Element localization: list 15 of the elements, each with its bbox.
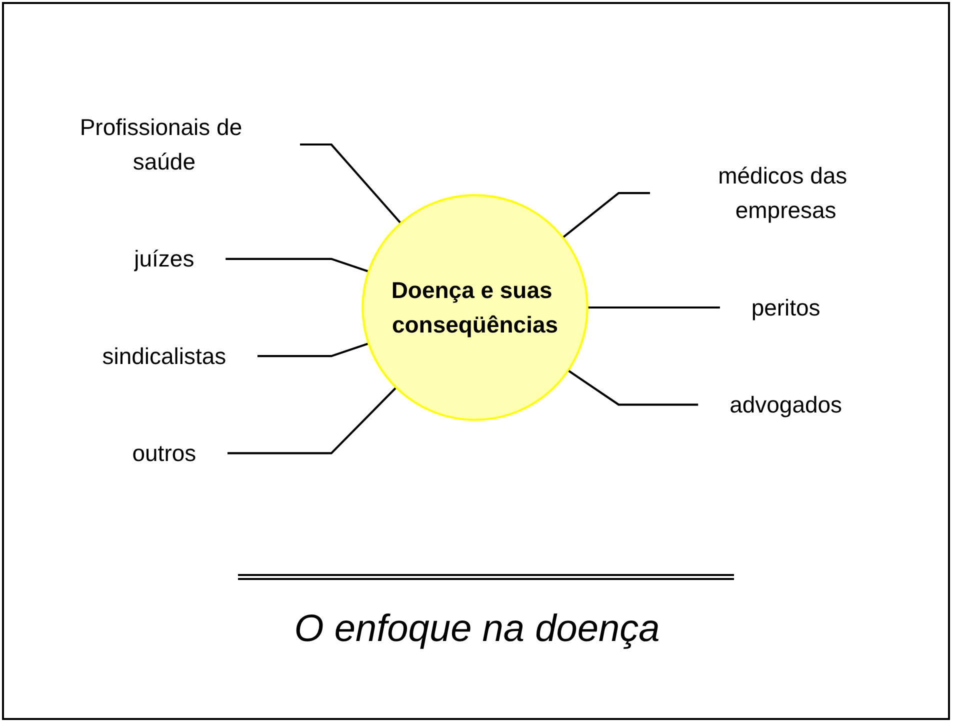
node-text: Profissionais de saúde — [80, 114, 242, 175]
caption: O enfoque na doença — [293, 608, 661, 651]
node-text: outros — [132, 440, 196, 466]
connector — [567, 369, 698, 406]
connector — [300, 143, 402, 224]
node-text: médicos das empresas — [718, 162, 848, 224]
connector — [587, 306, 720, 308]
node-text: sindicalistas — [102, 342, 226, 369]
connector — [562, 192, 650, 238]
connector — [227, 386, 397, 454]
node-circle — [362, 194, 588, 421]
connector — [257, 342, 369, 357]
node-text: advogados — [730, 391, 842, 418]
node-text: peritos — [751, 294, 820, 320]
connector — [226, 258, 369, 272]
